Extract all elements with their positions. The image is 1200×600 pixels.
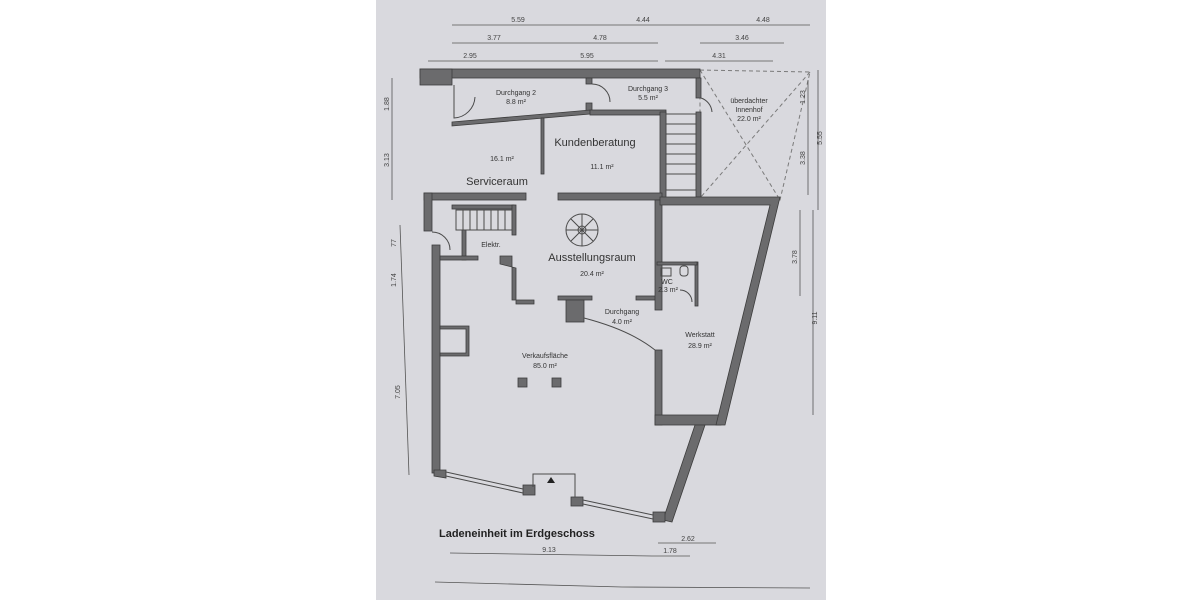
dimension-label: 9.11 xyxy=(812,311,819,324)
dimension-label: 9.13 xyxy=(542,547,556,554)
dimension-label: 4.44 xyxy=(636,17,650,24)
dimension-label: 5.59 xyxy=(511,17,525,24)
room-area: 22.0 m² xyxy=(737,116,761,123)
room-name: Ausstellungsraum xyxy=(548,252,635,264)
room-area: 8.8 m² xyxy=(506,99,527,106)
dimension-label: 3.13 xyxy=(384,153,391,167)
room-area: 11.1 m² xyxy=(590,164,614,171)
dimension-label: 1.88 xyxy=(384,97,391,111)
dimension-label: 3.38 xyxy=(800,151,807,165)
shaft xyxy=(439,325,470,357)
room-name: überdachter xyxy=(730,98,768,105)
dimension-label: 4.31 xyxy=(712,53,726,60)
dimension-label: 3.77 xyxy=(487,35,501,42)
room-name: Kundenberatung xyxy=(554,137,635,149)
room-area: 20.4 m² xyxy=(580,271,604,278)
pillar xyxy=(517,377,528,388)
dimension-label: 7.05 xyxy=(395,385,402,399)
room-name: Innenhof xyxy=(735,107,762,114)
room-area: 4.0 m² xyxy=(612,319,633,326)
dimension-label: 1.74 xyxy=(391,273,398,287)
dimension-label: 4.48 xyxy=(756,17,770,24)
windows xyxy=(445,471,654,520)
dimension-lines xyxy=(391,24,819,589)
walls xyxy=(419,68,781,523)
dimension-label: 4.78 xyxy=(593,35,607,42)
dimension-label: 5.95 xyxy=(580,53,594,60)
dimension-label: 1.78 xyxy=(663,548,677,555)
stairs xyxy=(455,113,697,247)
room-area: 28.9 m² xyxy=(688,343,712,350)
room-area: 2.3 m² xyxy=(658,287,679,294)
dimension-label: 1.23 xyxy=(800,90,807,104)
dimension-label: 2.95 xyxy=(463,53,477,60)
pillar xyxy=(551,377,562,388)
entrance-arrow-icon xyxy=(547,477,555,483)
dimension-label: 5.55 xyxy=(817,131,824,145)
dimension-label: 2.62 xyxy=(681,536,695,543)
room-name: Durchgang 2 xyxy=(496,90,536,97)
room-name: Werkstatt xyxy=(685,332,714,339)
plan-title: Ladeneinheit im Erdgeschoss xyxy=(439,528,595,540)
room-area: 5.5 m² xyxy=(638,95,659,102)
room-area: 85.0 m² xyxy=(533,363,557,370)
room-name: Verkaufsfläche xyxy=(522,353,568,360)
dimension-label: 3.78 xyxy=(792,250,799,264)
room-area: 16.1 m² xyxy=(490,156,514,163)
dimension-label: 3.46 xyxy=(735,35,749,42)
room-name: Durchgang xyxy=(605,309,639,316)
room-name: Serviceraum xyxy=(466,176,528,188)
room-name: Durchgang 3 xyxy=(628,86,668,93)
dimension-label: 77 xyxy=(391,239,398,247)
room-name: Elektr. xyxy=(481,242,501,249)
doors xyxy=(431,83,713,351)
courtyard-outline xyxy=(699,69,811,201)
room-name: WC xyxy=(661,279,673,286)
